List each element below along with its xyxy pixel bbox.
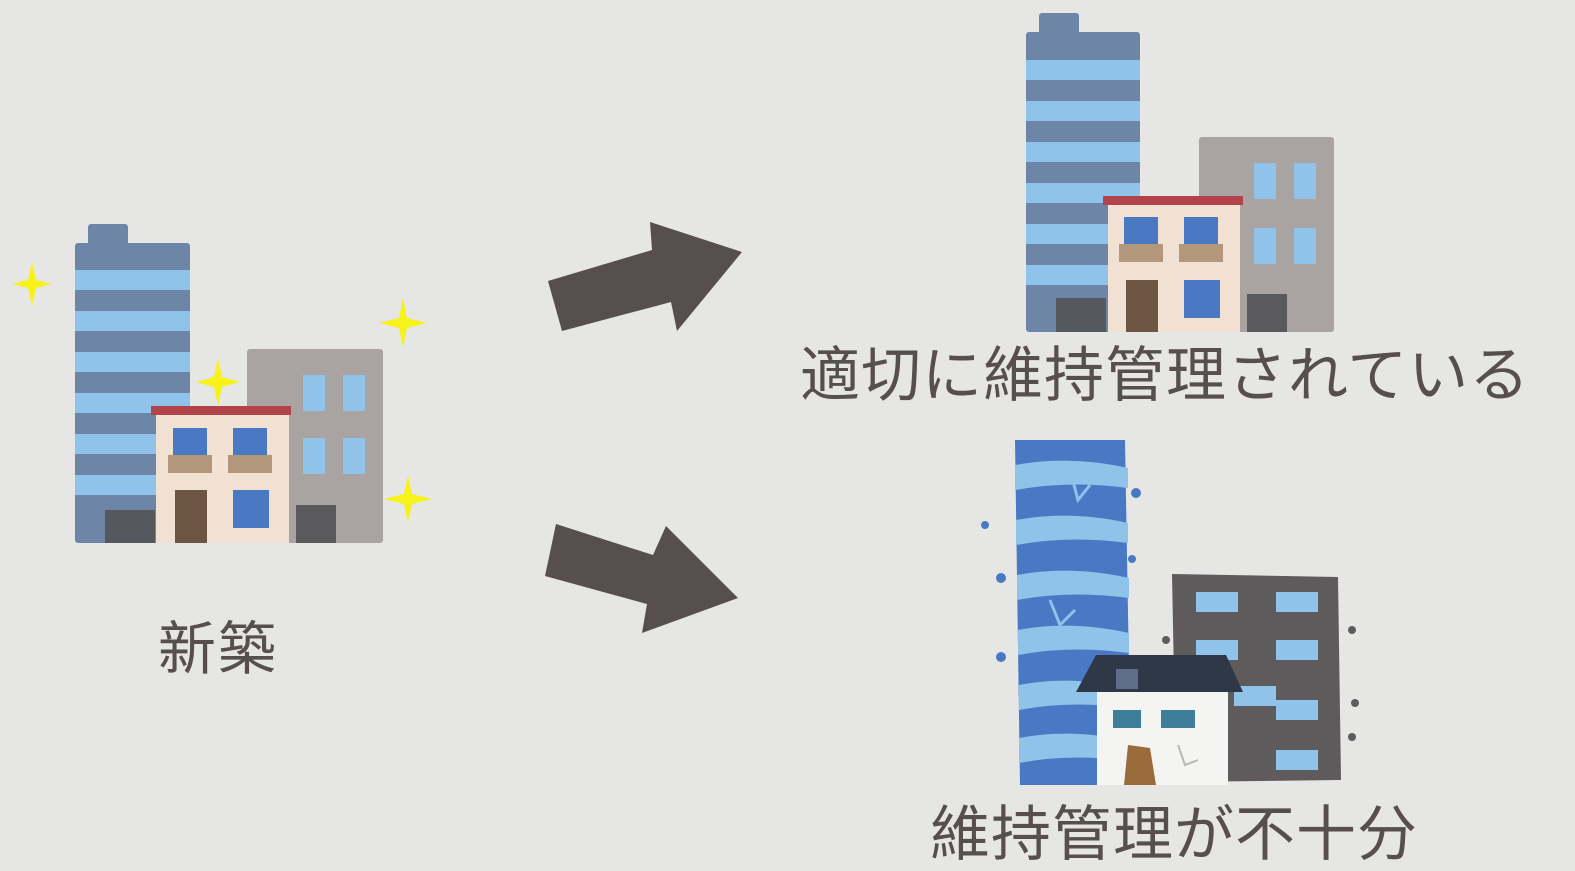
new-house <box>151 406 291 543</box>
debris-dots <box>981 488 1359 741</box>
label-well-maintained: 適切に維持管理されている <box>800 341 1531 411</box>
damaged-house <box>1076 655 1243 785</box>
arrow-to-poorly-maintained <box>545 524 738 633</box>
well-maintained-illustration <box>1026 13 1334 332</box>
label-poorly-maintained: 維持管理が不十分 <box>930 800 1418 870</box>
maintained-house <box>1103 196 1243 332</box>
sparkle-icon <box>12 262 432 523</box>
new-buildings-illustration <box>12 224 432 543</box>
label-new-building: 新築 <box>158 615 279 683</box>
arrow-to-well-maintained <box>548 222 742 331</box>
poorly-maintained-illustration <box>981 440 1359 785</box>
